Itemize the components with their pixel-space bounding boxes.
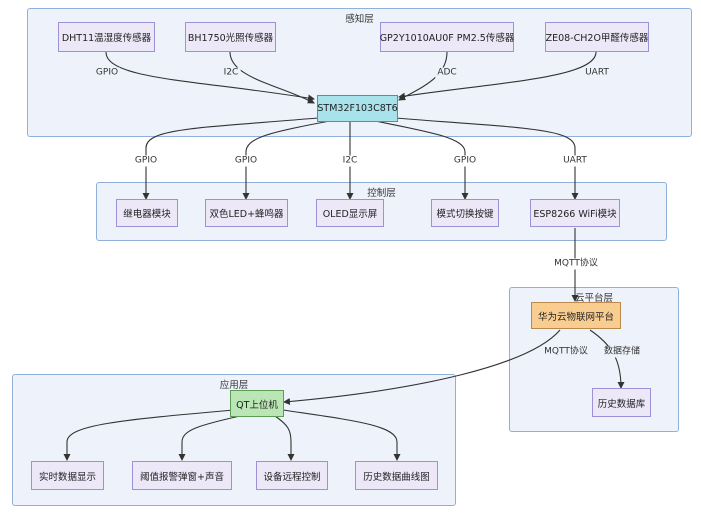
edge-label-dht11: GPIO (93, 67, 121, 79)
edge-label-led: GPIO (232, 155, 260, 167)
cloud-layer-title: 云平台层 (574, 293, 613, 304)
gp2y-sensor-node: GP2Y1010AU0F PM2.5传感器 (380, 22, 514, 52)
edge-label-storage: 数据存储 (601, 346, 643, 358)
edge-label-esp: UART (561, 155, 589, 167)
led-buzzer-node: 双色LED+蜂鸣器 (205, 199, 288, 227)
edge-label-mqtt-down: MQTT协议 (542, 346, 590, 358)
alarm-node: 阈值报警弹窗+声音 (132, 461, 232, 490)
ze08-sensor-node: ZE08-CH2O甲醛传感器 (545, 22, 649, 52)
esp8266-node: ESP8266 WiFi模块 (530, 199, 620, 227)
oled-node: OLED显示屏 (316, 199, 384, 227)
history-db-node: 历史数据库 (592, 388, 651, 417)
edge-label-relay: GPIO (132, 155, 160, 167)
application-layer-title: 应用层 (219, 380, 249, 391)
sensing-layer-title: 感知层 (345, 14, 374, 25)
mode-key-node: 模式切换按键 (431, 199, 499, 227)
edge-label-mqtt-up: MQTT协议 (552, 258, 600, 270)
relay-node: 继电器模块 (116, 199, 178, 227)
edge-label-oled: I2C (340, 155, 360, 167)
edge-label-key: GPIO (451, 155, 479, 167)
huawei-cloud-node: 华为云物联网平台 (531, 302, 621, 329)
mcu-node: STM32F103C8T6 (317, 95, 398, 122)
edge-label-bh1750: I2C (221, 67, 241, 79)
edge-label-ze08: UART (583, 67, 611, 79)
realtime-display-node: 实时数据显示 (31, 461, 104, 490)
control-layer-title: 控制层 (367, 188, 396, 199)
dht11-sensor-node: DHT11温湿度传感器 (58, 22, 155, 52)
edge-label-gp2y: ADC (435, 67, 459, 79)
history-chart-node: 历史数据曲线图 (355, 461, 438, 490)
qt-host-node: QT上位机 (230, 390, 284, 417)
bh1750-sensor-node: BH1750光照传感器 (185, 22, 276, 52)
remote-control-node: 设备远程控制 (256, 461, 328, 490)
